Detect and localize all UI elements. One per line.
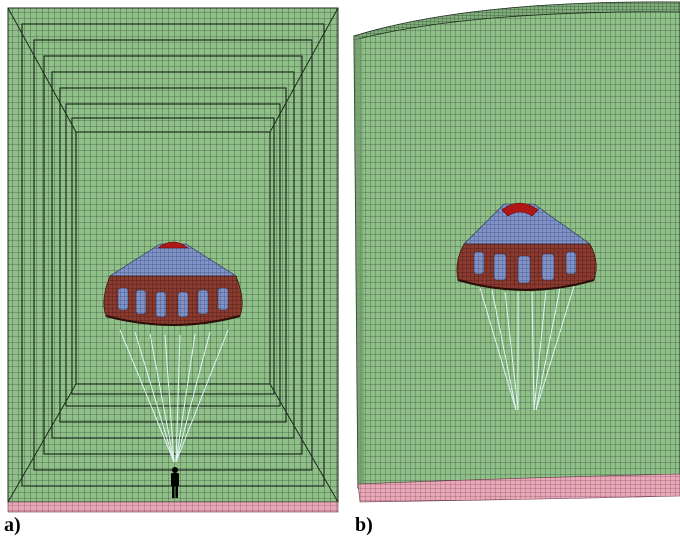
panel-b-label: b) (355, 514, 373, 536)
parachute-canopy-b (456, 202, 597, 291)
suspension-lines-a (119, 329, 229, 463)
panel-a-label: a) (4, 514, 21, 536)
panel-b-image (353, 1, 680, 503)
fluid-domain-mesh-a (7, 7, 339, 503)
human-figure-icon (171, 467, 179, 498)
ground-layer-b (357, 473, 680, 503)
parachute-canopy-a (103, 241, 243, 326)
panel-a-image (7, 7, 339, 513)
ground-layer-a (7, 501, 339, 513)
suspension-lines-b (479, 285, 575, 411)
